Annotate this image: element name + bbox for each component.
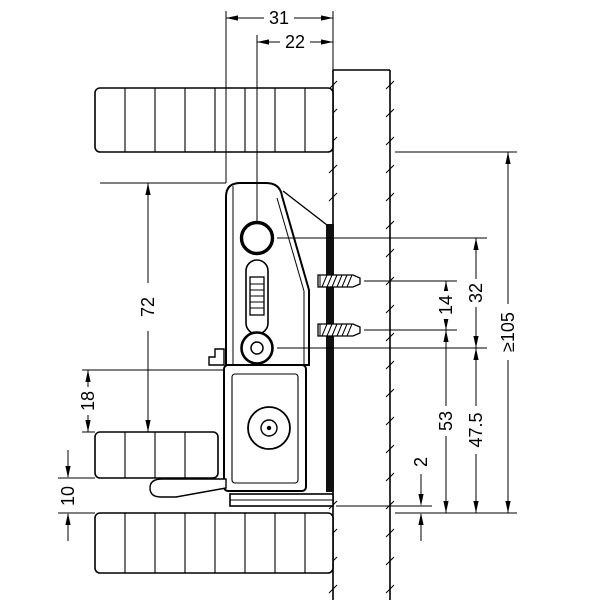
screw-threads (321, 323, 353, 337)
dimension-47-5: 47.5 (466, 348, 486, 513)
arrow-bottom (473, 336, 479, 348)
dimension-32: 32 (466, 238, 486, 348)
dim-label-22: 22 (285, 32, 305, 52)
screw-threads (321, 274, 353, 288)
label-bg (467, 279, 485, 307)
label-bg (437, 291, 455, 319)
dim-label-47-5: 47.5 (466, 412, 486, 447)
dim-label-2: 2 (411, 457, 431, 467)
bottom-panel-segments (124, 513, 306, 573)
dim-label-14: 14 (436, 295, 456, 315)
dimension-53: 53 (436, 330, 456, 513)
dimension-14: 14 (436, 281, 456, 330)
runner-back-plate (326, 224, 334, 492)
arrow-bottom (505, 501, 511, 513)
arrow-bottom (443, 501, 449, 513)
dimension-min-105: ≥105 (498, 152, 518, 513)
arrow-down (418, 494, 424, 506)
mounting-screw-upper (317, 274, 361, 288)
dimension-22: 22 (257, 32, 333, 52)
mounting-hole-lower-center (250, 341, 264, 355)
dimension-2: 2 (411, 457, 431, 541)
arrow-top (473, 238, 479, 250)
cabinet-bottom-panel (94, 512, 334, 574)
drawer-bottom-clip (149, 478, 227, 498)
top-panel-segments (124, 88, 306, 152)
arrow-right (321, 39, 333, 45)
drawer-runner (149, 182, 334, 507)
slot-adjuster (249, 276, 265, 316)
arrow-top (473, 348, 479, 360)
label-bg (499, 304, 517, 360)
bottom-panel-outline (94, 512, 334, 574)
arrow-top (505, 152, 511, 164)
arrow-down (65, 466, 71, 478)
dim-label-31: 31 (269, 8, 289, 28)
runner-inner-lines (232, 186, 305, 364)
dim-label-72: 72 (138, 297, 158, 317)
dimension-18: 18 (78, 370, 98, 432)
dim-label-53: 53 (436, 411, 456, 431)
bottom-support-bracket (208, 348, 225, 366)
arrow-left (226, 15, 238, 21)
drawer-bottom-panel (94, 431, 219, 479)
cabinet-top-panel (94, 87, 334, 153)
arrow-up (65, 513, 71, 525)
drawer-bottom-outline (94, 431, 219, 479)
arrow-right (321, 15, 333, 21)
mounting-screw-lower (317, 323, 361, 337)
arrow-top (145, 183, 151, 195)
label-bg (264, 8, 294, 28)
dim-label-32: 32 (466, 283, 486, 303)
arrow-bottom (145, 420, 151, 432)
arrow-bottom (473, 501, 479, 513)
arrow-top (443, 330, 449, 342)
drawer-bottom-segments (124, 432, 186, 478)
arrow-bottom (85, 420, 91, 432)
label-bg (139, 283, 157, 331)
adjuster-ribs (250, 283, 264, 309)
runner-lower-box-inner (231, 373, 299, 484)
arrow-top (85, 370, 91, 382)
arrow-left (257, 39, 269, 45)
top-panel-outline (94, 87, 334, 153)
dim-label-10: 10 (58, 486, 78, 506)
mounting-hole-upper (239, 220, 275, 256)
roller-wheel-axle (266, 425, 272, 431)
dim-label-18: 18 (78, 391, 98, 411)
extension-lines (58, 11, 517, 514)
arrow-up (418, 513, 424, 525)
arrow-top (443, 281, 449, 293)
label-bg (280, 32, 310, 52)
runner-top-bracket-edge (282, 190, 328, 226)
dimension-10: 10 (58, 450, 78, 541)
dimension-72: 72 (138, 183, 158, 432)
label-bg (467, 406, 485, 454)
label-bg (437, 406, 455, 436)
label-bg (79, 387, 97, 415)
dimension-31: 31 (226, 8, 333, 28)
arrow-bottom (443, 318, 449, 330)
dim-label-min-105: ≥105 (498, 312, 518, 352)
